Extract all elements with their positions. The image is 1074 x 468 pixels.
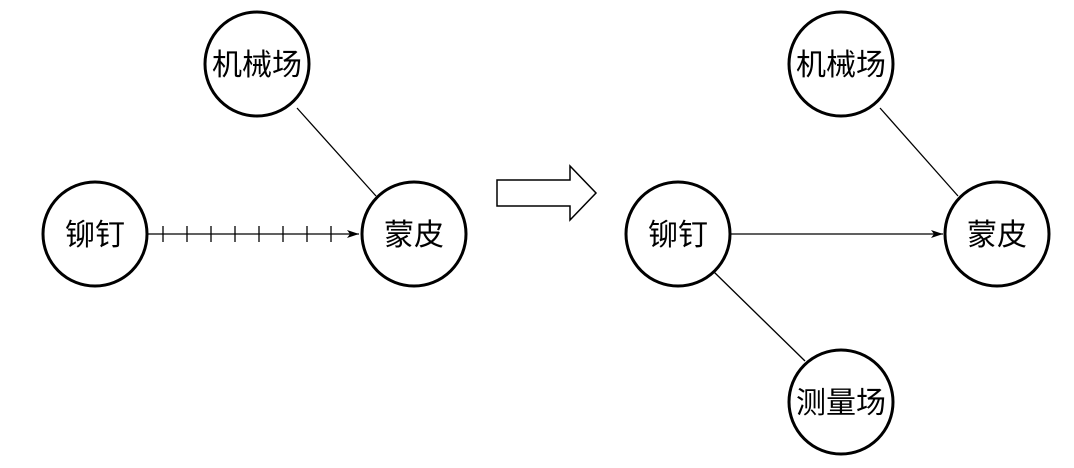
- right-node-machinery-label: 机械场: [796, 48, 886, 83]
- right-node-skin-label: 蒙皮: [967, 218, 1027, 253]
- right-node-machinery: 机械场: [787, 10, 895, 118]
- right-diagram: 机械场 铆钉 蒙皮 测量场: [624, 10, 1051, 456]
- transform-arrow-icon: [496, 164, 598, 222]
- right-node-rivet: 铆钉: [624, 180, 732, 288]
- left-node-machinery: 机械场: [203, 10, 311, 118]
- left-node-skin-label: 蒙皮: [384, 218, 444, 253]
- left-diagram: 机械场 铆钉 蒙皮: [41, 10, 468, 288]
- left-node-skin: 蒙皮: [360, 180, 468, 288]
- left-node-rivet: 铆钉: [41, 180, 149, 288]
- right-edge-machinery-skin: [879, 107, 959, 197]
- right-node-skin: 蒙皮: [943, 180, 1051, 288]
- right-edge-rivet-measurement: [713, 271, 806, 362]
- left-edge-machinery-skin: [296, 107, 377, 197]
- right-node-measurement-label: 测量场: [796, 386, 886, 421]
- right-node-measurement: 测量场: [787, 348, 895, 456]
- left-node-rivet-label: 铆钉: [65, 218, 125, 253]
- left-node-machinery-label: 机械场: [212, 48, 302, 83]
- left-edge-hatch-ticks: [162, 226, 332, 242]
- right-node-rivet-label: 铆钉: [648, 218, 708, 253]
